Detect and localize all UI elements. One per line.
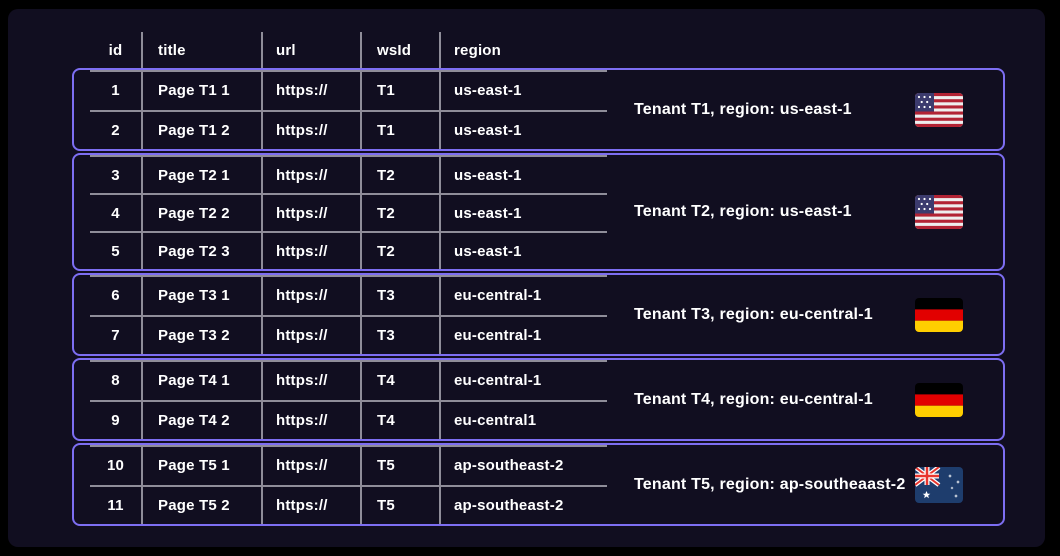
diagram-panel: id title url wsId region 1 Page T1 1 htt… — [8, 9, 1045, 547]
cell-id: 7 — [90, 316, 143, 354]
tenant-group-t2: 3 Page T2 1 https:// T2 us-east-1 4 Page… — [72, 153, 1005, 271]
cell-id: 8 — [90, 362, 143, 400]
cell-wsid: T3 — [362, 277, 441, 315]
cell-title: Page T3 2 — [143, 316, 263, 354]
cell-wsid: T4 — [362, 362, 441, 400]
tenant-label: Tenant T3, region: eu-central-1 — [634, 305, 873, 323]
cell-wsid: T2 — [362, 195, 441, 231]
cell-title: Page T2 1 — [143, 157, 263, 193]
cell-id: 4 — [90, 195, 143, 231]
cell-region: ap-southeast-2 — [454, 457, 564, 475]
germany-flag-icon — [915, 382, 963, 417]
us-flag-icon — [915, 92, 963, 127]
group-rows: 10 Page T5 1 https:// T5 ap-southeast-2 … — [90, 445, 607, 524]
cell-title: Page T2 3 — [143, 233, 263, 269]
group-rows: 6 Page T3 1 https:// T3 eu-central-1 7 P… — [90, 275, 607, 354]
tenant-group-t1: 1 Page T1 1 https:// T1 us-east-1 2 Page… — [72, 68, 1005, 151]
cell-url: https:// — [263, 233, 362, 269]
header-cell-url: url — [263, 32, 362, 68]
group-rows: 8 Page T4 1 https:// T4 eu-central-1 9 P… — [90, 360, 607, 439]
cell-region: us-east-1 — [454, 121, 522, 139]
cell-url: https:// — [263, 316, 362, 354]
cell-title: Page T3 1 — [143, 277, 263, 315]
table-row: 10 Page T5 1 https:// T5 ap-southeast-2 — [90, 445, 607, 485]
cell-region: eu-central-1 — [454, 326, 542, 344]
cell-url: https:// — [263, 447, 362, 485]
cell-title: Page T1 1 — [143, 72, 263, 110]
cell-title: Page T5 1 — [143, 447, 263, 485]
table-row: 6 Page T3 1 https:// T3 eu-central-1 — [90, 275, 607, 315]
cell-wsid: T1 — [362, 72, 441, 110]
cell-title: Page T1 2 — [143, 111, 263, 149]
cell-region: eu-central-1 — [454, 287, 542, 305]
table-row: 8 Page T4 1 https:// T4 eu-central-1 — [90, 360, 607, 400]
header-cell-region: region — [454, 41, 502, 59]
cell-id: 9 — [90, 401, 143, 439]
cell-url: https:// — [263, 157, 362, 193]
tenant-group-t5: 10 Page T5 1 https:// T5 ap-southeast-2 … — [72, 443, 1005, 526]
tenant-group-t4: 8 Page T4 1 https:// T4 eu-central-1 9 P… — [72, 358, 1005, 441]
tenant-group-t3: 6 Page T3 1 https:// T3 eu-central-1 7 P… — [72, 273, 1005, 356]
header-cell-title: title — [143, 32, 263, 68]
cell-id: 5 — [90, 233, 143, 269]
cell-url: https:// — [263, 72, 362, 110]
group-rows: 1 Page T1 1 https:// T1 us-east-1 2 Page… — [90, 70, 607, 149]
cell-id: 11 — [90, 486, 143, 524]
header-cell-wsid: wsId — [362, 32, 441, 68]
header-cell-id: id — [90, 32, 143, 68]
cell-title: Page T4 2 — [143, 401, 263, 439]
cell-id: 2 — [90, 111, 143, 149]
cell-id: 1 — [90, 72, 143, 110]
table-header-row: id title url wsId region — [90, 32, 607, 68]
table-row: 11 Page T5 2 https:// T5 ap-southeast-2 — [90, 484, 607, 524]
cell-wsid: T3 — [362, 316, 441, 354]
cell-title: Page T2 2 — [143, 195, 263, 231]
cell-url: https:// — [263, 195, 362, 231]
table-row: 3 Page T2 1 https:// T2 us-east-1 — [90, 155, 607, 193]
group-rows: 3 Page T2 1 https:// T2 us-east-1 4 Page… — [90, 155, 607, 269]
cell-url: https:// — [263, 486, 362, 524]
cell-wsid: T5 — [362, 486, 441, 524]
australia-flag-icon — [915, 466, 963, 503]
cell-wsid: T1 — [362, 111, 441, 149]
tenant-label: Tenant T1, region: us-east-1 — [634, 100, 852, 118]
tenant-label: Tenant T4, region: eu-central-1 — [634, 390, 873, 408]
table-row: 4 Page T2 2 https:// T2 us-east-1 — [90, 193, 607, 231]
cell-region: us-east-1 — [454, 242, 522, 260]
tenant-label: Tenant T5, region: ap-southeaast-2 — [634, 475, 906, 493]
table-row: 5 Page T2 3 https:// T2 us-east-1 — [90, 231, 607, 269]
cell-wsid: T5 — [362, 447, 441, 485]
cell-id: 6 — [90, 277, 143, 315]
cell-region: us-east-1 — [454, 82, 522, 100]
cell-wsid: T2 — [362, 233, 441, 269]
cell-url: https:// — [263, 362, 362, 400]
cell-region: eu-central1 — [454, 411, 537, 429]
cell-id: 10 — [90, 447, 143, 485]
cell-id: 3 — [90, 157, 143, 193]
cell-region: us-east-1 — [454, 204, 522, 222]
germany-flag-icon — [915, 297, 963, 332]
us-flag-icon — [915, 195, 963, 229]
cell-url: https:// — [263, 277, 362, 315]
cell-title: Page T4 1 — [143, 362, 263, 400]
tenant-label: Tenant T2, region: us-east-1 — [634, 203, 852, 220]
table-row: 1 Page T1 1 https:// T1 us-east-1 — [90, 70, 607, 110]
cell-region: us-east-1 — [454, 166, 522, 184]
table-row: 9 Page T4 2 https:// T4 eu-central1 — [90, 399, 607, 439]
cell-wsid: T4 — [362, 401, 441, 439]
cell-wsid: T2 — [362, 157, 441, 193]
cell-title: Page T5 2 — [143, 486, 263, 524]
cell-region: eu-central-1 — [454, 372, 542, 390]
table-row: 2 Page T1 2 https:// T1 us-east-1 — [90, 109, 607, 149]
cell-url: https:// — [263, 111, 362, 149]
cell-region: ap-southeast-2 — [454, 496, 564, 514]
cell-url: https:// — [263, 401, 362, 439]
table-row: 7 Page T3 2 https:// T3 eu-central-1 — [90, 314, 607, 354]
tenant-groups: 1 Page T1 1 https:// T1 us-east-1 2 Page… — [72, 68, 1005, 528]
